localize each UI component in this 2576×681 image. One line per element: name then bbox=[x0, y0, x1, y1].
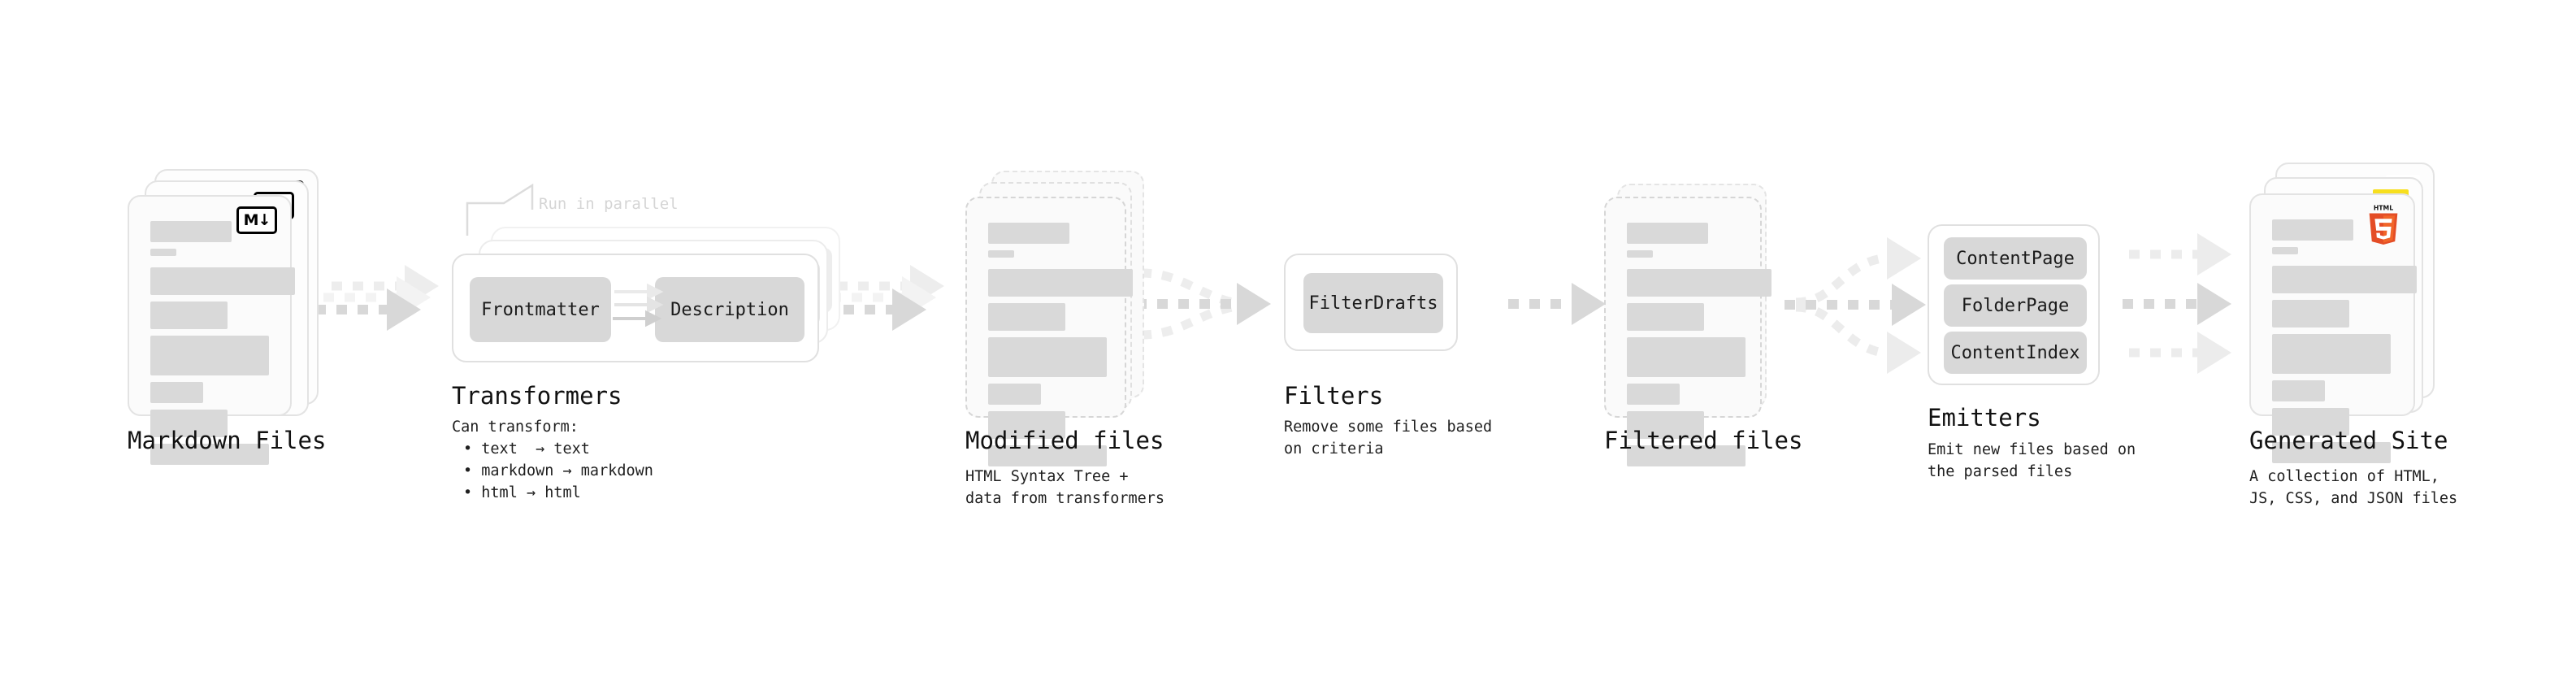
content-bar bbox=[988, 337, 1107, 377]
filtered-card-front[interactable] bbox=[1604, 197, 1772, 466]
filters-title: Filters bbox=[1284, 382, 1384, 410]
arrow-modified-to-filters bbox=[1140, 268, 1234, 340]
content-bar bbox=[1627, 223, 1708, 244]
markdown-icon: M↓ bbox=[236, 206, 277, 234]
html5-icon: HTML bbox=[2369, 205, 2398, 245]
arrow-emitters-to-site bbox=[2129, 233, 2231, 275]
chip-folderpage[interactable]: FolderPage bbox=[1944, 284, 2087, 327]
emitters-description: Emit new files based on the parsed files bbox=[1928, 441, 2136, 481]
arrow-markdown-to-transformers bbox=[332, 265, 439, 307]
chip-folderpage-label: FolderPage bbox=[1961, 295, 2070, 316]
content-bar bbox=[2272, 334, 2391, 374]
generated-site-description: A collection of HTML, JS, CSS, and JSON … bbox=[2249, 468, 2458, 508]
content-bar bbox=[2272, 266, 2417, 293]
markdown-card-bars bbox=[150, 221, 295, 471]
arrow-filtered-to-emitters bbox=[1795, 254, 1884, 358]
content-bar bbox=[988, 223, 1069, 244]
content-bar bbox=[988, 250, 1014, 258]
generated-site-title: Generated Site bbox=[2249, 427, 2448, 454]
content-bar bbox=[2272, 442, 2391, 463]
content-bar bbox=[1627, 384, 1680, 405]
content-bar bbox=[150, 221, 232, 242]
content-bar bbox=[988, 269, 1133, 297]
chip-contentpage[interactable]: ContentPage bbox=[1944, 237, 2087, 280]
chip-filterdrafts[interactable]: FilterDrafts bbox=[1303, 273, 1443, 333]
site-card-front[interactable]: HTML bbox=[2249, 193, 2417, 463]
content-bar bbox=[988, 445, 1107, 466]
chip-description[interactable]: Description bbox=[655, 277, 804, 342]
content-bar bbox=[2272, 380, 2325, 401]
markdown-card-front[interactable]: M↓ bbox=[128, 195, 295, 465]
content-bar bbox=[1627, 337, 1746, 377]
content-bar bbox=[150, 301, 228, 329]
content-bar bbox=[988, 303, 1065, 331]
chip-frontmatter-label: Frontmatter bbox=[481, 299, 600, 320]
content-bar bbox=[988, 384, 1041, 405]
chip-frontmatter[interactable]: Frontmatter bbox=[470, 277, 611, 342]
transformers-bullet-0: • text → text bbox=[463, 440, 590, 458]
transformers-bullet-1: • markdown → markdown bbox=[463, 462, 653, 479]
content-bar bbox=[2272, 247, 2298, 254]
transformers-bullet-2: • html → html bbox=[463, 484, 581, 501]
chip-contentindex-label: ContentIndex bbox=[1950, 342, 2080, 363]
chip-contentindex[interactable]: ContentIndex bbox=[1944, 332, 2087, 374]
filters-module[interactable]: FilterDrafts bbox=[1284, 254, 1458, 351]
modified-card-front[interactable] bbox=[965, 197, 1133, 466]
modified-files-description: HTML Syntax Tree + data from transformer… bbox=[965, 468, 1165, 508]
content-bar bbox=[150, 336, 269, 375]
svg-text:HTML: HTML bbox=[2374, 205, 2393, 212]
content-bar bbox=[150, 382, 203, 403]
content-bar bbox=[150, 444, 269, 465]
filtered-card-bars bbox=[1627, 223, 1772, 473]
emitters-module[interactable]: ContentPage FolderPage ContentIndex bbox=[1928, 224, 2100, 385]
content-bar bbox=[2272, 219, 2353, 241]
content-bar bbox=[150, 249, 176, 256]
content-bar bbox=[1627, 445, 1746, 466]
emitters-title: Emitters bbox=[1928, 404, 2041, 432]
content-bar bbox=[2272, 408, 2349, 436]
transformers-description: Can transform: bbox=[452, 419, 579, 436]
run-in-parallel-label: Run in parallel bbox=[539, 195, 679, 213]
transformers-module[interactable]: Frontmatter Description bbox=[452, 254, 819, 362]
modified-card-bars bbox=[988, 223, 1133, 473]
content-bar bbox=[2272, 300, 2349, 327]
content-bar bbox=[1627, 269, 1772, 297]
transformers-title: Transformers bbox=[452, 382, 622, 410]
site-card-bars bbox=[2272, 219, 2417, 470]
modified-files-title: Modified files bbox=[965, 427, 1164, 454]
arrow-filters-to-filtered bbox=[1508, 283, 1606, 325]
content-bar bbox=[1627, 303, 1704, 331]
transformer-inner-arrows bbox=[613, 283, 664, 327]
content-bar bbox=[150, 267, 295, 295]
chip-contentpage-label: ContentPage bbox=[1956, 248, 2075, 269]
filtered-files-title: Filtered files bbox=[1604, 427, 1803, 454]
chip-filterdrafts-label: FilterDrafts bbox=[1308, 293, 1438, 314]
content-bar bbox=[988, 411, 1065, 439]
content-bar bbox=[1627, 250, 1653, 258]
filters-description: Remove some files based on criteria bbox=[1284, 419, 1493, 458]
chip-description-label: Description bbox=[670, 299, 789, 320]
content-bar bbox=[1627, 411, 1704, 439]
content-bar bbox=[150, 410, 228, 437]
markdown-files-title: Markdown Files bbox=[128, 427, 327, 454]
